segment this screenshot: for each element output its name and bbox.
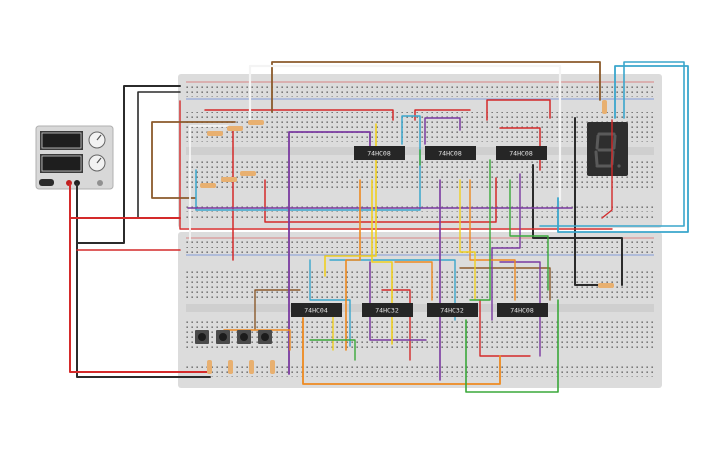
chip-label: 74HC08 bbox=[367, 150, 391, 158]
seven-segment-display bbox=[587, 122, 628, 176]
power-supply[interactable] bbox=[35, 125, 114, 190]
resistors bbox=[200, 100, 614, 374]
chip-label: 74HC08 bbox=[509, 150, 533, 158]
chip-74hc08-3[interactable]: 74HC08 bbox=[496, 146, 547, 160]
chip-label: 74HC32 bbox=[440, 307, 464, 315]
chip-74hc08-4[interactable]: 74HC08 bbox=[497, 303, 548, 317]
chip-74hc32-2[interactable]: 74HC32 bbox=[427, 303, 478, 317]
chip-label: 74HC04 bbox=[304, 307, 328, 315]
chip-label: 74HC08 bbox=[510, 307, 534, 315]
chip-label: 74HC08 bbox=[438, 150, 462, 158]
push-buttons[interactable] bbox=[195, 330, 272, 344]
chip-74hc08-1[interactable]: 74HC08 bbox=[354, 146, 405, 160]
chip-74hc08-2[interactable]: 74HC08 bbox=[425, 146, 476, 160]
chip-label: 74HC32 bbox=[375, 307, 399, 315]
chip-74hc32-1[interactable]: 74HC32 bbox=[362, 303, 413, 317]
chip-74hc04[interactable]: 74HC04 bbox=[291, 303, 342, 317]
wires[interactable] bbox=[69, 61, 689, 393]
